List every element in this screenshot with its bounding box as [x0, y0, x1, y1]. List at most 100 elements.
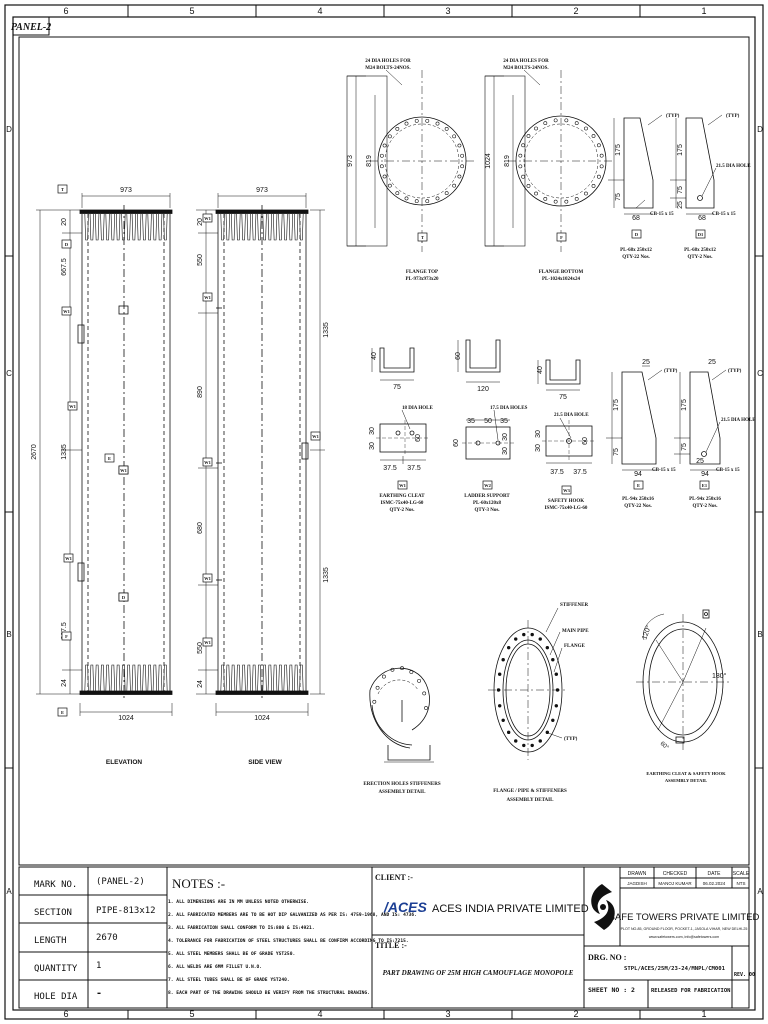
stiffener-plate: [152, 664, 157, 692]
bolt-hole: [395, 126, 400, 131]
stiffener-plate: [278, 664, 283, 692]
stiffener-mark: [514, 739, 518, 743]
flange-pipe-caption: ASSEMBLY DETAIL: [507, 798, 555, 803]
stiffener-c-caption: PL-94x 250x16: [622, 497, 654, 502]
frame-labels: 6 5 4 3 2 1 6 5 4 3 2 1 D C B A D C B A …: [6, 6, 763, 1019]
cleat-detail-labels: 120° 180° 60° EARTHING CLEAT & SAFETY HO…: [640, 624, 726, 783]
side-view: [196, 193, 325, 716]
title-label: TITLE :-: [375, 941, 407, 950]
stiffener-mark: [554, 704, 559, 708]
flange-top-drawing: [346, 69, 474, 252]
flange-pipe-main-pipe-label: MAIN PIPE: [562, 629, 589, 634]
safety-hook-dim: 30: [535, 444, 542, 452]
stiffener-mark: [530, 743, 534, 748]
stiffener-b-dim: 25: [677, 201, 684, 209]
note-line: 4. TOLERANCE FOR FABRICATION OF STEEL ST…: [168, 938, 409, 944]
stiffener-b-drawing: [670, 114, 723, 215]
part-tag: W1: [67, 401, 78, 411]
part-tag: D: [118, 592, 129, 602]
stiffener-c-dim: 175: [613, 399, 620, 411]
mark-no-label: MARK NO.: [34, 880, 77, 890]
erection-hole: [382, 674, 386, 679]
stiffener-mark: [501, 658, 505, 662]
stiffener-d-dim: 94: [701, 471, 709, 478]
row-label: C: [6, 369, 12, 378]
stiffener-plate: [110, 213, 115, 241]
part-tag: W1: [202, 573, 213, 583]
safe-towers-logo: [591, 884, 615, 930]
stiffener-plate: [252, 664, 257, 692]
stiffener-b-dim: 75: [677, 186, 684, 194]
side-view-labels: 973 1024 20 550 890 680 550 24 1335 1335…: [197, 187, 330, 766]
stiffener-plate: [220, 213, 225, 241]
drawn-label: DRAWN: [628, 871, 647, 877]
elevation-dim-bottom: 24: [61, 679, 68, 687]
flange-bottom-note: 24 DIA HOLES FOR: [503, 59, 549, 64]
flange-bottom-outer-dim: 1024: [485, 153, 492, 169]
client-name: ACES INDIA PRIVATE LIMITED: [432, 903, 589, 915]
part-tag-label: F: [65, 634, 68, 639]
stiffener-d-dim: 75: [681, 443, 688, 451]
side-dim-550-bot: 550: [197, 642, 204, 654]
part-tag: E: [104, 453, 115, 463]
erection-detail-caption: ERECTION HOLES STIFFENERS: [363, 782, 440, 787]
stiffener-mark: [538, 739, 542, 743]
side-dim-bottom: 24: [197, 680, 204, 688]
stiffener-plate: [236, 664, 241, 692]
stiffener-d-dim: 25: [696, 458, 704, 465]
stiffener-a-caption: QTY-22 Nos.: [622, 255, 650, 260]
client-label: CLIENT :-: [375, 873, 413, 882]
part-tag: D: [61, 239, 72, 249]
stiffener-b-dim: 68: [698, 215, 706, 222]
stiffener-mark: [514, 637, 518, 641]
elevation-view: [36, 193, 173, 716]
bolt-hole: [584, 126, 588, 131]
stiffener-plate: [100, 213, 105, 241]
stiffener-plate: [283, 664, 288, 692]
cleat-detail-caption: EARTHING CLEAT & SAFETY HOOK: [646, 771, 726, 776]
scale-label: SCALE: [733, 871, 750, 877]
stiffener-d-dim: 25: [708, 359, 716, 366]
erection-detail-labels: ERECTION HOLES STIFFENERS ASSEMBLY DETAI…: [363, 782, 440, 795]
part-tag-label: D: [635, 232, 639, 237]
cleat-detail-angle: 60°: [659, 741, 670, 752]
length-label: LENGTH: [34, 936, 67, 946]
company-name: SAFE TOWERS PRIVATE LIMITED: [609, 912, 760, 923]
part-tag-label: W1: [65, 556, 73, 561]
stiffener-plate: [262, 213, 267, 241]
stiffener-plate: [121, 213, 126, 241]
row-label: A: [757, 887, 763, 896]
side-dim-890: 890: [197, 386, 204, 398]
flange-top-tag: T: [417, 232, 428, 242]
side-dim-right-top: 1335: [323, 322, 330, 338]
bolt-hole: [534, 191, 538, 196]
stiffener-mark: [554, 672, 559, 676]
panel-tag: PANEL-2: [11, 22, 51, 33]
erection-detail-caption: ASSEMBLY DETAIL: [379, 790, 427, 795]
flange-pipe-stiffener-label: STIFFENER: [560, 603, 588, 608]
ladder-support-caption: LADDER SUPPORT: [464, 494, 510, 499]
col-label: 5: [189, 1009, 194, 1019]
title-block: [18, 866, 750, 1009]
scale-value: NTS: [737, 881, 746, 886]
stiffener-plate: [252, 213, 257, 241]
stiffener-plate: [116, 664, 121, 692]
revision: REV. 00: [734, 972, 755, 978]
part-tag-label: T: [421, 235, 424, 240]
part-tag-label: D1: [698, 232, 704, 237]
stiffener-plate: [288, 664, 293, 692]
stiffener-mark: [497, 704, 502, 708]
note-line: 5. ALL STEEL MEMBERS SHALL BE OF GRADE Y…: [168, 951, 295, 957]
col-label: 3: [445, 1009, 450, 1019]
elevation-width-dim: 973: [120, 187, 132, 194]
part-tag-label: W1: [312, 434, 320, 439]
safety-hook-dim: 37.5: [550, 469, 564, 476]
stiffener-plate: [158, 664, 163, 692]
stiffener-mark: [496, 688, 501, 692]
erection-hole: [424, 706, 428, 710]
flange-bottom-drawing: [484, 69, 614, 252]
safety-hook-dim: 37.5: [573, 469, 587, 476]
earthing-cleat-dim: 40: [371, 352, 378, 360]
stiffener-mark: [551, 658, 555, 662]
bolt-hole: [382, 174, 387, 179]
